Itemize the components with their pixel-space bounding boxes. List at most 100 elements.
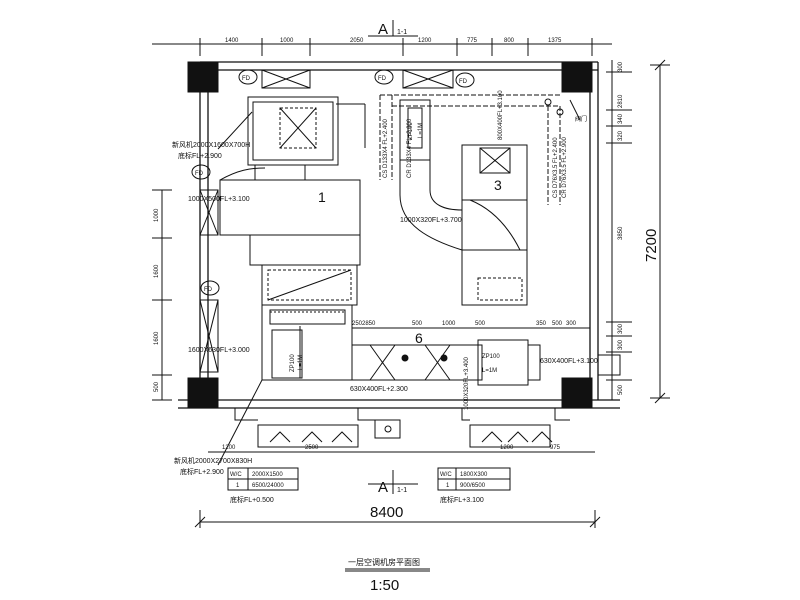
column <box>561 61 593 93</box>
valve-icon <box>544 98 581 121</box>
fd-label: FD <box>242 76 251 82</box>
mid-dim-2: 500 <box>412 321 423 327</box>
air-handler-upper <box>247 96 366 166</box>
section-marker-bottom <box>368 470 418 494</box>
mid-dim-6: 500 <box>552 321 563 327</box>
table2-row-2: 900/6500 <box>460 483 486 489</box>
left-dim-3: 1600 <box>154 331 160 345</box>
table2-row-1: 1 <box>446 483 450 489</box>
left-dim-4: 500 <box>154 381 160 392</box>
damper-top <box>261 69 454 89</box>
column <box>187 61 219 93</box>
duct-label-7: 800X400FL+3.100 <box>498 90 504 140</box>
duct-label-5: 630X400FL+3.100 <box>540 358 598 365</box>
fd-label: FD <box>459 79 468 85</box>
section-marker-top <box>368 20 418 37</box>
table1-header-2: 2000X1500 <box>252 472 283 478</box>
section-bottom-suffix: 1-1 <box>397 487 407 494</box>
drawing-title: 一层空调机房平面图 <box>348 557 420 567</box>
air-handler-lower <box>261 264 358 381</box>
room-number-6: 6 <box>415 330 423 346</box>
unit-right <box>477 339 541 386</box>
duct-label-2: 1600X630FL+3.000 <box>188 347 250 354</box>
wall-opening <box>597 354 621 376</box>
room-number-3: 3 <box>494 177 502 193</box>
pipe-cs1-label: CS D133X4 FL+2.400 <box>383 118 389 178</box>
fd-marker: FD <box>374 69 394 85</box>
zp-left-len: L=1M <box>298 355 304 370</box>
zp-right-len: L=1M <box>482 368 497 374</box>
mid-dim-4: 500 <box>475 321 486 327</box>
right-dim-3: 340 <box>618 113 624 124</box>
table2-header-2: 1800X300 <box>460 472 488 478</box>
duct-room-3 <box>461 144 528 306</box>
left-dim-2: 1600 <box>154 264 160 278</box>
top-equipment-elev: 底标FL+2.900 <box>178 151 222 160</box>
schedule-table-1 <box>227 467 299 491</box>
pipe-cr1-label: CR D133X4 FL+2.900 <box>407 118 413 178</box>
right-dim-2: 2810 <box>618 94 624 108</box>
leader-line <box>217 379 263 466</box>
left-dim-1: 1000 <box>154 208 160 222</box>
zp-right-label: ZP100 <box>482 354 500 360</box>
duct-main-6 <box>351 344 483 381</box>
fd-label: FD <box>204 287 213 293</box>
right-dim-6: 300 <box>618 323 624 334</box>
mid-dim-7: 300 <box>566 321 577 327</box>
column <box>561 377 593 409</box>
schedule-table-2 <box>437 467 511 491</box>
table1-header-1: W/C <box>230 472 242 478</box>
right-dim-5: 3850 <box>618 226 624 240</box>
table2-elev: 底标FL+3.100 <box>440 495 484 504</box>
fd-marker: FD <box>238 69 258 85</box>
section-bottom-label: A <box>378 479 388 496</box>
duct-main-1 <box>219 165 361 266</box>
mid-dim-3: 1000 <box>442 321 456 327</box>
duct-curve <box>399 99 463 251</box>
bottom-equipment-label: 新风机2000X2700X830H <box>174 456 252 465</box>
top-equipment-label: 新风机2000X1600X700H <box>172 140 250 149</box>
mid-dim-5: 350 <box>536 321 547 327</box>
bottom-dim-2: 2500 <box>305 445 319 451</box>
top-dim-5: 775 <box>467 38 478 44</box>
fd-label: FD <box>195 171 204 177</box>
right-dim-8: 500 <box>618 384 624 395</box>
column <box>187 377 219 409</box>
bottom-louver-left <box>234 408 401 448</box>
duct-label-1: 1000X500FL+3.100 <box>188 196 250 203</box>
pipe-cr2-label: CR D76X3.5 FL+2.900 <box>562 136 568 198</box>
top-dim-3: 2050 <box>350 38 364 44</box>
table1-row-1: 1 <box>236 483 240 489</box>
right-dim-4: 320 <box>618 130 624 141</box>
damper-left <box>199 189 219 373</box>
bottom-louver-right <box>461 408 570 448</box>
top-dimension-line <box>152 38 612 56</box>
bottom-overall-dimension <box>194 510 601 528</box>
fd-marker: FD <box>200 280 220 296</box>
table1-row-2: 6500/24000 <box>252 483 284 489</box>
section-top-suffix: 1-1 <box>397 29 407 36</box>
top-dim-1: 1400 <box>225 38 239 44</box>
mid-dim-1: 2502850 <box>352 321 376 327</box>
section-top-label: A <box>378 21 388 38</box>
right-overall-dimension <box>650 59 670 404</box>
duct-label-6: 1000X320FL+3.400 <box>464 356 470 410</box>
right-dim-1: 300 <box>618 61 624 72</box>
right-dimension-chain <box>606 60 632 400</box>
table2-header-1: W/C <box>440 472 452 478</box>
top-dim-2: 1000 <box>280 38 294 44</box>
bottom-equipment-elev: 底标FL+2.900 <box>180 467 224 476</box>
room-number-1: 1 <box>318 189 326 205</box>
bottom-dim-1: 1200 <box>222 445 236 451</box>
top-dim-4: 1200 <box>418 38 432 44</box>
duct-label-3: 630X400FL+2.300 <box>350 386 408 393</box>
drawing-scale: 1:50 <box>370 577 399 594</box>
zp-top-len: L=1M <box>418 123 424 138</box>
overall-width: 8400 <box>370 504 403 521</box>
leader-line <box>217 111 253 150</box>
valve-note: 阀门 <box>575 115 587 123</box>
top-dim-7: 1375 <box>548 38 562 44</box>
pipe-lines <box>379 94 561 205</box>
right-dim-7: 300 <box>618 339 624 350</box>
